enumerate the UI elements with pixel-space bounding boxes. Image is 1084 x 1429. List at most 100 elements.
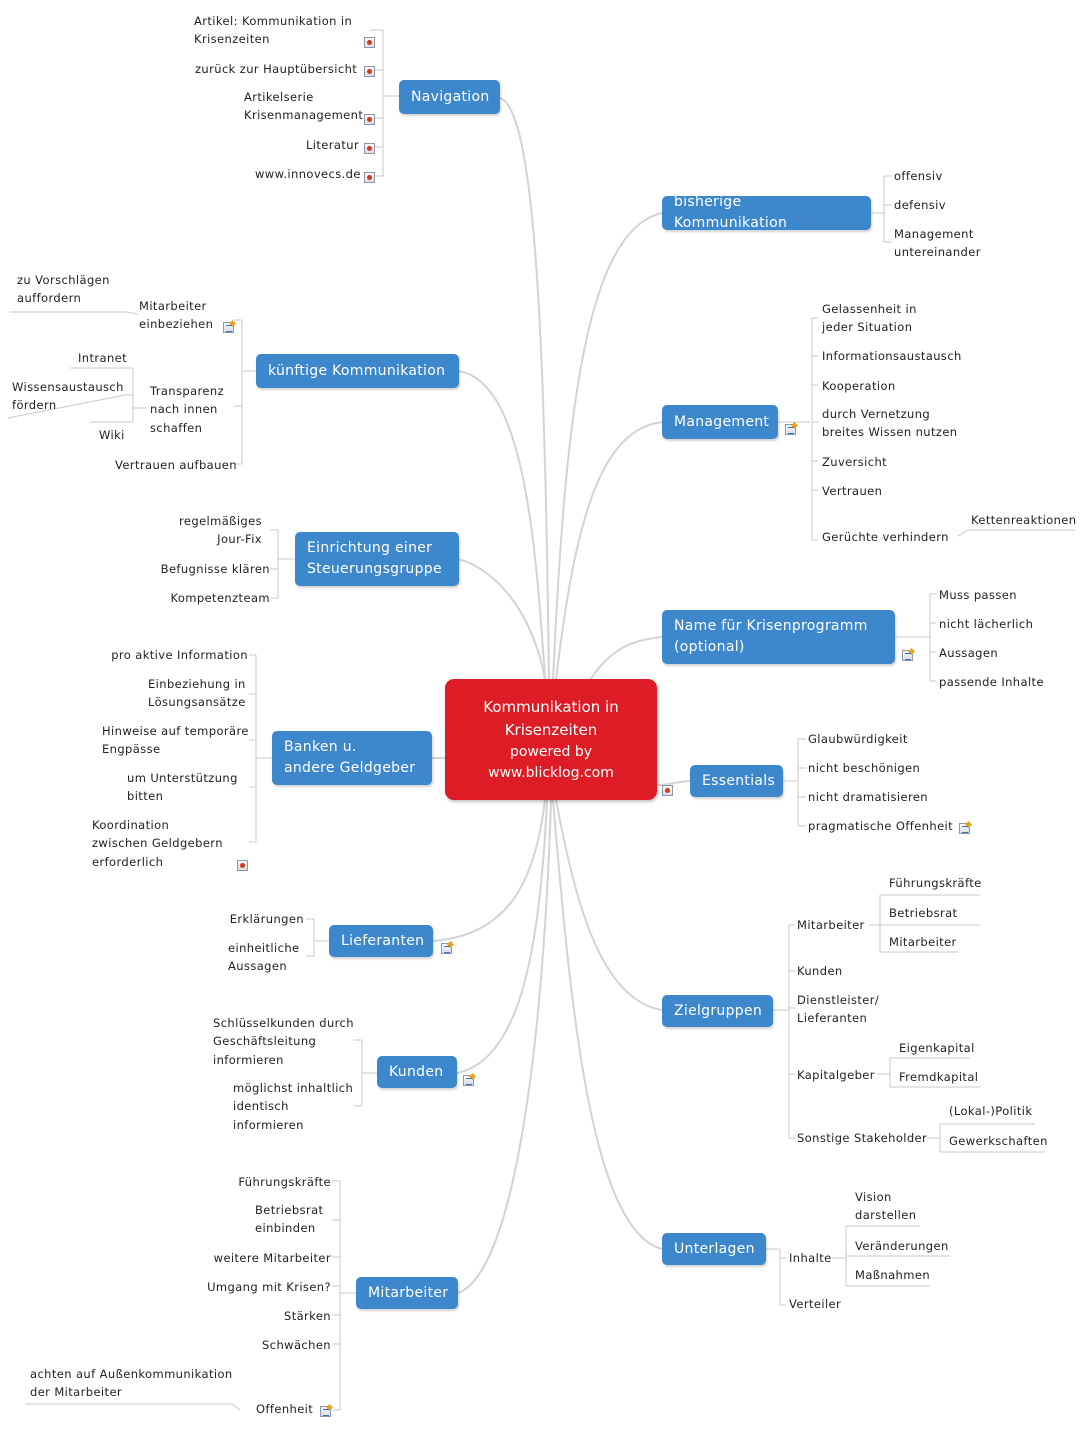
topic-essentials[interactable]: Essentials (690, 765, 783, 797)
subtopic[interactable]: Eigenkapital (899, 1041, 975, 1055)
nav-item[interactable]: www.innovecs.de (255, 167, 361, 181)
central-title: Kommunikation in Krisenzeiten (483, 697, 619, 739)
subtopic[interactable]: passende Inhalte (939, 675, 1044, 689)
subtopic[interactable]: pro aktive Information (111, 648, 248, 662)
subtopic[interactable]: Maßnahmen (855, 1268, 931, 1282)
subtopic[interactable]: Befugnisse klären (160, 562, 270, 576)
subtopic[interactable]: Fremdkapital (899, 1070, 979, 1084)
subtopic[interactable]: Kompetenzteam (170, 591, 270, 605)
subtopic[interactable]: Gewerkschaften (949, 1134, 1048, 1148)
subtopic[interactable]: durch Vernetzung breites Wissen nutzen (822, 407, 958, 440)
subtopic[interactable]: Informationsaustausch (822, 349, 962, 363)
link-icon[interactable] (237, 860, 248, 871)
subtopic[interactable]: einheitliche Aussagen (228, 941, 300, 974)
subtopic[interactable]: nicht dramatisieren (808, 790, 928, 804)
subtopic[interactable]: Vertrauen aufbauen (115, 458, 237, 472)
subtopic[interactable]: Transparenz nach innen schaffen (150, 384, 225, 435)
subtopic[interactable]: Wissensaustausch fördern (12, 380, 124, 413)
subtopic[interactable]: um Unterstützung bitten (127, 771, 238, 804)
nav-item[interactable]: Artikel: Kommunikation in Krisenzeiten (194, 14, 353, 47)
subtopic[interactable]: Schwächen (262, 1338, 331, 1352)
subtopic[interactable]: Offenheit (256, 1402, 314, 1416)
topic-bisherige-kommunikation[interactable]: bisherige Kommunikation (662, 194, 871, 231)
topic-mitarbeiter[interactable]: Mitarbeiter (356, 1277, 458, 1309)
subtopic[interactable]: Glaubwürdigkeit (808, 732, 908, 746)
link-icon[interactable] (364, 114, 375, 125)
central-topic[interactable]: Kommunikation in Krisenzeiten powered by… (445, 679, 657, 800)
subtopic[interactable]: Zuversicht (822, 455, 888, 469)
subtopic[interactable]: Verteiler (789, 1297, 842, 1311)
subtopic[interactable]: möglichst inhaltlich identisch informier… (233, 1081, 354, 1132)
central-subtitle: powered by www.blicklog.com (488, 743, 614, 781)
subtopic[interactable]: Umgang mit Krisen? (207, 1280, 331, 1294)
subtopic[interactable]: offensiv (894, 169, 943, 183)
subtopic[interactable]: (Lokal-)Politik (949, 1104, 1033, 1118)
subtopic[interactable]: Vertrauen (822, 484, 883, 498)
subtopic[interactable]: Mitarbeiter einbeziehen (139, 299, 214, 332)
subtopic[interactable]: Gerüchte verhindern (822, 530, 949, 544)
subtopic[interactable]: Muss passen (939, 588, 1017, 602)
subtopic[interactable]: Einbeziehung in Lösungsansätze (148, 677, 246, 710)
topic-management[interactable]: Management (662, 405, 778, 439)
subtopic[interactable]: Wiki (99, 428, 125, 442)
subtopic[interactable]: Stärken (284, 1309, 331, 1323)
topic-kuenftige-kommunikation[interactable]: künftige Kommunikation (256, 354, 459, 388)
note-icon[interactable] (959, 823, 970, 834)
link-icon[interactable] (364, 66, 375, 77)
topic-kunden[interactable]: Kunden (377, 1056, 457, 1088)
note-icon[interactable] (463, 1075, 474, 1086)
link-icon[interactable] (662, 785, 673, 796)
note-icon[interactable] (902, 650, 913, 661)
note-icon[interactable] (223, 322, 234, 333)
note-icon[interactable] (441, 943, 452, 954)
note-icon[interactable] (320, 1406, 331, 1417)
subtopic[interactable]: Kapitalgeber (797, 1068, 875, 1082)
topic-navigation[interactable]: Navigation (399, 80, 500, 114)
subtopic[interactable]: Koordination zwischen Geldgebern erforde… (92, 818, 223, 869)
subtopic[interactable]: Mitarbeiter (797, 918, 865, 932)
topic-banken[interactable]: Banken u. andere Geldgeber (272, 731, 432, 785)
subtopic[interactable]: Kettenreaktionen (971, 513, 1077, 527)
subtopic[interactable]: Schlüsselkunden durch Geschäftsleitung i… (213, 1016, 354, 1067)
subtopic[interactable]: weitere Mitarbeiter (213, 1251, 331, 1265)
subtopic[interactable]: regelmäßiges Jour-Fix (179, 514, 262, 547)
subtopic[interactable]: Inhalte (789, 1251, 832, 1265)
subtopic[interactable]: Vision darstellen (855, 1190, 917, 1223)
topic-krisenprogramm[interactable]: Name für Krisenprogramm (optional) (662, 610, 895, 664)
topic-steuerungsgruppe[interactable]: Einrichtung einer Steuerungsgruppe (295, 532, 459, 586)
link-icon[interactable] (364, 143, 375, 154)
subtopic[interactable]: Mitarbeiter (889, 935, 957, 949)
subtopic[interactable]: Dienstleister/ Lieferanten (797, 993, 880, 1026)
subtopic[interactable]: Veränderungen (855, 1239, 949, 1253)
subtopic[interactable]: Erklärungen (229, 912, 304, 926)
subtopic[interactable]: Sonstige Stakeholder (797, 1131, 928, 1145)
subtopic[interactable]: Betriebsrat einbinden (255, 1203, 324, 1236)
subtopic[interactable]: Kunden (797, 964, 843, 978)
subtopic[interactable]: nicht beschönigen (808, 761, 921, 775)
subtopic[interactable]: Intranet (78, 351, 128, 365)
nav-item[interactable]: Literatur (306, 138, 360, 152)
subtopic[interactable]: Betriebsrat (889, 906, 958, 920)
topic-lieferanten[interactable]: Lieferanten (329, 925, 433, 957)
subtopic[interactable]: zu Vorschlägen auffordern (17, 273, 110, 306)
nav-item[interactable]: zurück zur Hauptübersicht (195, 62, 358, 76)
subtopic[interactable]: Kooperation (822, 379, 896, 393)
subtopic[interactable]: defensiv (894, 198, 946, 212)
nav-item[interactable]: Artikelserie Krisenmanagement (244, 90, 364, 123)
subtopic[interactable]: Führungskräfte (889, 876, 982, 890)
subtopic[interactable]: Management untereinander (894, 227, 981, 260)
subtopic[interactable]: Hinweise auf temporäre Engpässe (102, 724, 249, 757)
link-icon[interactable] (364, 37, 375, 48)
topic-unterlagen[interactable]: Unterlagen (662, 1233, 766, 1265)
note-icon[interactable] (785, 424, 796, 435)
subtopic[interactable]: Gelassenheit in jeder Situation (822, 302, 917, 335)
subtopic[interactable]: nicht lächerlich (939, 617, 1034, 631)
link-icon[interactable] (364, 172, 375, 183)
subtopic[interactable]: achten auf Außenkommunikation der Mitarb… (30, 1367, 233, 1400)
subtopic[interactable]: pragmatische Offenheit (808, 819, 954, 833)
subtopic[interactable]: Führungskräfte (238, 1175, 331, 1189)
subtopic[interactable]: Aussagen (939, 646, 999, 660)
topic-zielgruppen[interactable]: Zielgruppen (662, 995, 773, 1027)
